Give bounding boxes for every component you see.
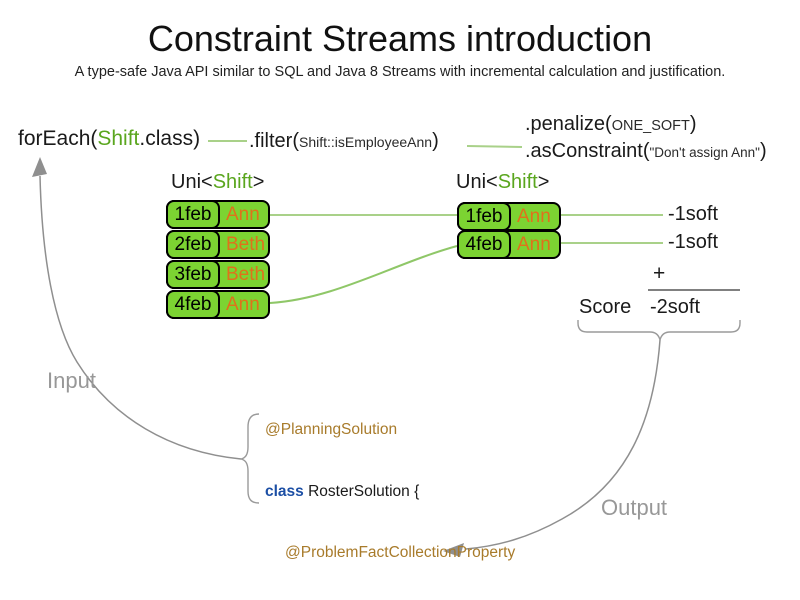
asconstraint-close: ) bbox=[759, 140, 767, 162]
right-row-1: 1feb Ann bbox=[457, 202, 561, 231]
filter-expression: .filter(Shift::isEmployeeAnn) bbox=[249, 130, 439, 153]
asconstraint-expression: .asConstraint("Don't assign Ann") bbox=[525, 140, 767, 163]
code-line: @ProblemFactCollectionProperty bbox=[265, 543, 526, 564]
penalty-value-1: -1soft bbox=[668, 203, 719, 225]
score-label: Score bbox=[579, 296, 632, 318]
input-arrowhead bbox=[32, 157, 47, 177]
shift-employee: Ann bbox=[226, 204, 260, 225]
left-stream-label: Uni<Shift> bbox=[171, 171, 264, 194]
penalize-pre: .penalize( bbox=[525, 113, 612, 135]
code-token: RosterSolution { bbox=[303, 482, 420, 500]
page-subtitle: A type-safe Java API similar to SQL and … bbox=[74, 64, 726, 80]
right-label-post: > bbox=[537, 171, 550, 193]
right-row-2: 4feb Ann bbox=[457, 230, 561, 259]
left-row-4: 4feb Ann bbox=[166, 290, 270, 319]
shift-date: 1feb bbox=[457, 202, 511, 231]
code-token: @ProblemFactCollectionProperty bbox=[285, 544, 516, 561]
penalty-value-2: -1soft bbox=[668, 231, 719, 253]
left-label-pre: Uni< bbox=[171, 171, 213, 193]
filter-type: Shift bbox=[299, 134, 328, 150]
page-title: Constraint Streams introduction bbox=[147, 18, 653, 59]
left-row-1: 1feb Ann bbox=[166, 200, 270, 229]
shift-employee: Ann bbox=[517, 234, 551, 255]
match-line-4feb bbox=[269, 245, 458, 304]
left-label-type: Shift bbox=[212, 171, 253, 193]
asconstraint-pre: .asConstraint( bbox=[525, 140, 650, 162]
right-stream-label: Uni<Shift> bbox=[456, 171, 549, 194]
left-label-post: > bbox=[252, 171, 265, 193]
roster-solution-code: @PlanningSolution class RosterSolution {… bbox=[265, 379, 526, 600]
code-brace bbox=[240, 413, 260, 504]
filter-pre: .filter( bbox=[249, 130, 299, 152]
shift-employee: Ann bbox=[517, 206, 551, 227]
shift-date: 3feb bbox=[166, 260, 220, 289]
code-token: @PlanningSolution bbox=[265, 421, 398, 438]
code-line: class RosterSolution { bbox=[265, 482, 526, 503]
foreach-pre: forEach( bbox=[18, 127, 98, 150]
code-line: @PlanningSolution bbox=[265, 420, 526, 441]
plus-sign: + bbox=[653, 262, 666, 285]
penalize-expression: .penalize(ONE_SOFT) bbox=[525, 113, 697, 136]
shift-date: 1feb bbox=[166, 200, 220, 229]
filter-method: ::isEmployeeAnn bbox=[327, 134, 433, 150]
foreach-expression: forEach(Shift.class) bbox=[18, 127, 200, 151]
penalize-arg: ONE_SOFT bbox=[611, 118, 690, 134]
shift-employee: Beth bbox=[226, 264, 266, 285]
shift-date: 2feb bbox=[166, 230, 220, 259]
asconstraint-arg: "Don't assign Ann" bbox=[649, 145, 760, 160]
penalize-close: ) bbox=[689, 113, 697, 135]
left-row-2: 2feb Beth bbox=[166, 230, 270, 259]
shift-employee: Ann bbox=[226, 294, 260, 315]
right-label-pre: Uni< bbox=[456, 171, 498, 193]
filter-close: ) bbox=[432, 130, 439, 152]
connector-filter-penalize bbox=[466, 145, 523, 148]
score-total: -2soft bbox=[650, 296, 701, 318]
right-label-type: Shift bbox=[497, 171, 538, 193]
shift-date: 4feb bbox=[457, 230, 511, 259]
code-token: class bbox=[265, 482, 304, 500]
input-label: Input bbox=[47, 368, 96, 393]
foreach-post: .class) bbox=[139, 127, 201, 150]
left-row-3: 3feb Beth bbox=[166, 260, 270, 289]
foreach-type: Shift bbox=[97, 127, 140, 150]
shift-date: 4feb bbox=[166, 290, 220, 319]
output-label: Output bbox=[601, 495, 668, 520]
shift-employee: Beth bbox=[226, 234, 266, 255]
score-underbrace bbox=[577, 320, 741, 341]
